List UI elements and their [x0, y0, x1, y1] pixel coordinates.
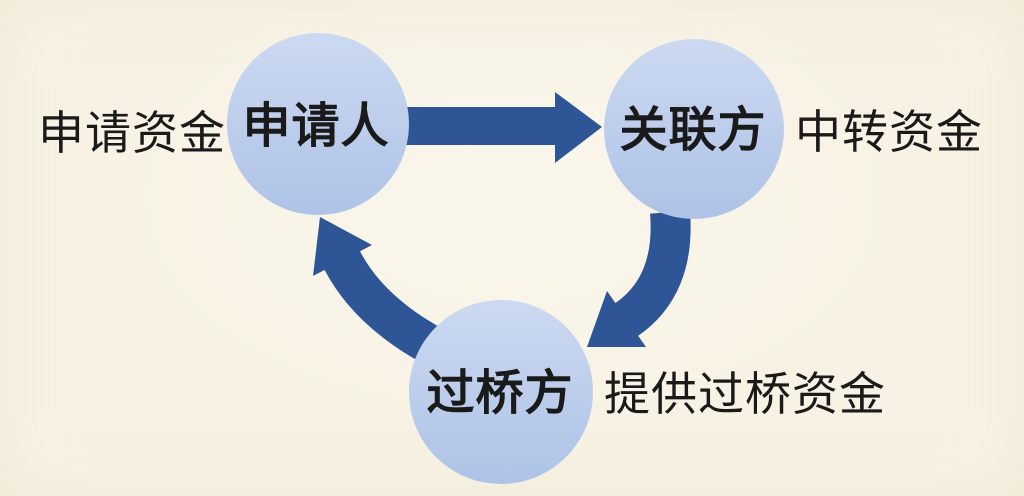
node-bridge-party-label: 过桥方 [426, 367, 574, 420]
node-related-party-circle [604, 39, 784, 219]
arrow-bridge-to-applicant-head-icon [313, 217, 372, 276]
node-applicant-circle [227, 33, 409, 215]
node-related-party-label: 关联方 [619, 104, 767, 157]
node-applicant-label: 申请人 [242, 100, 390, 153]
caption-transfer-funds: 中转资金 [795, 106, 983, 158]
arrow-applicant-to-related-icon [400, 92, 602, 163]
caption-provide-bridge-funds: 提供过桥资金 [604, 368, 886, 420]
arrow-related-to-bridge-head-icon [587, 291, 646, 347]
arrow-related-to-bridge-shaft [614, 210, 691, 337]
caption-apply-funds: 申请资金 [38, 107, 226, 159]
node-bridge-party-circle [409, 300, 593, 484]
